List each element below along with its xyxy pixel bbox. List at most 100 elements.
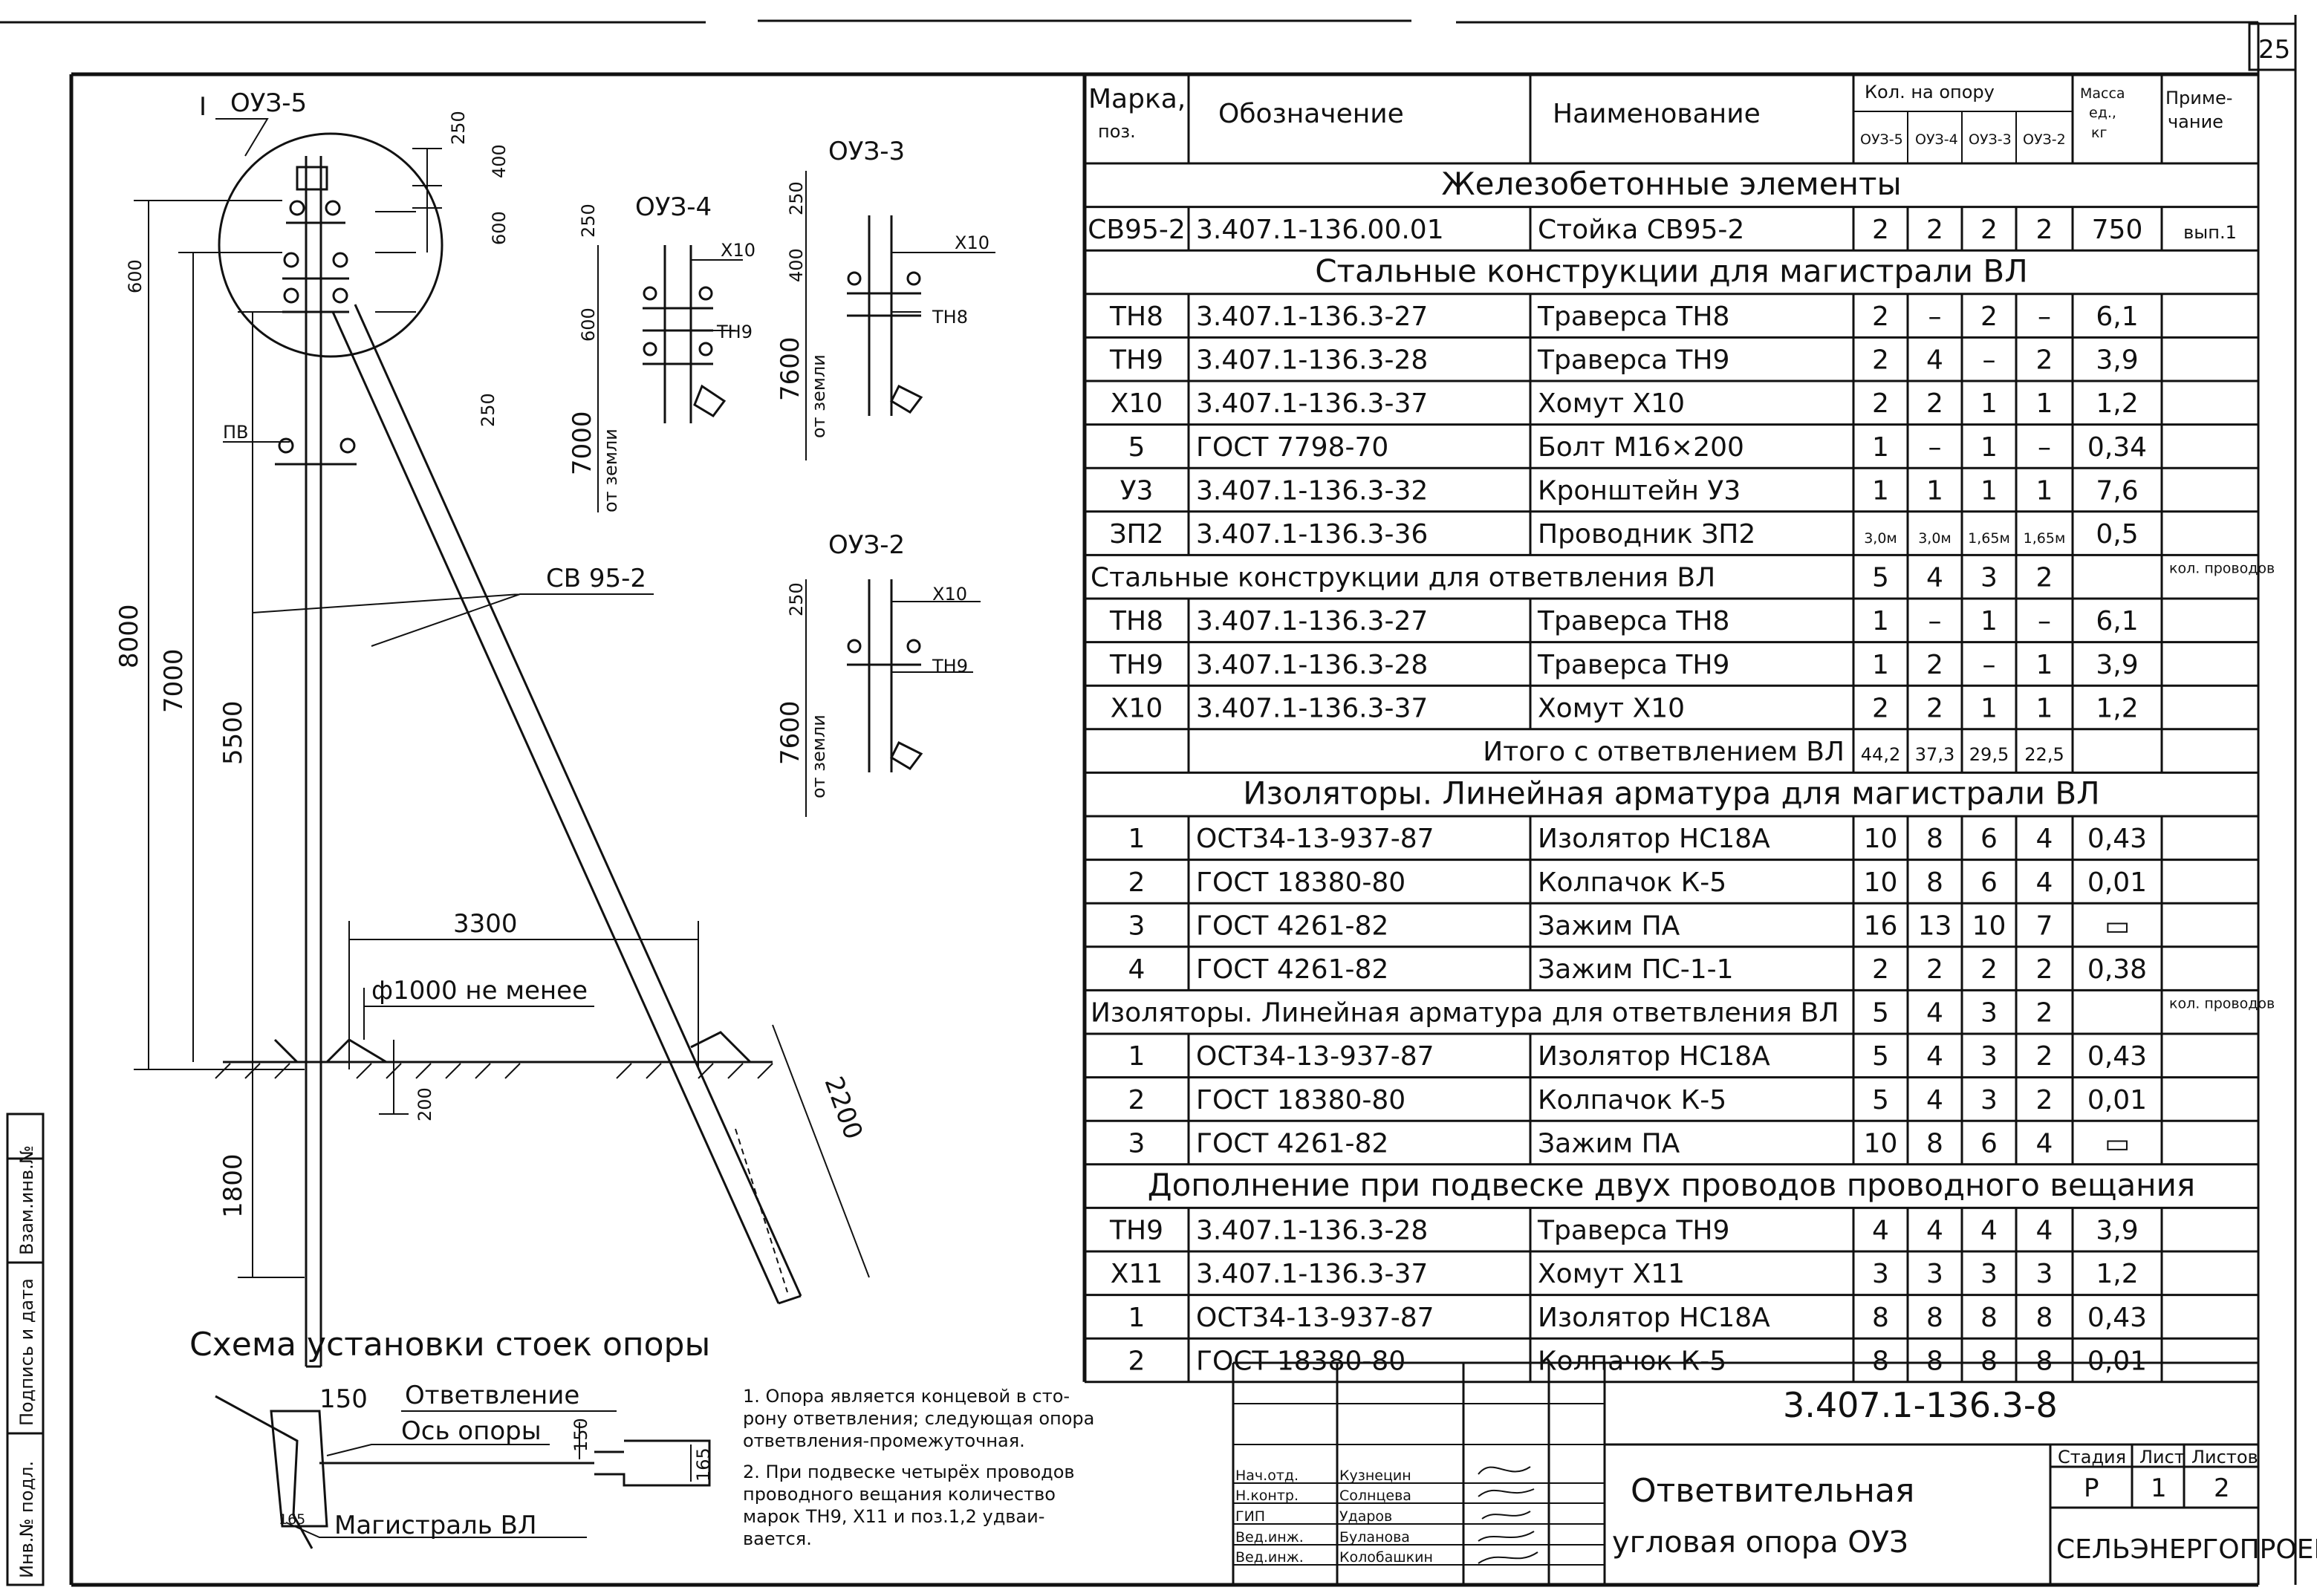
cell-qty: 10 [1864, 824, 1898, 854]
qty-value: 3 [1980, 563, 1998, 593]
cell-name: Зажим ПА [1538, 911, 1680, 941]
dim-7000: 7000 [159, 648, 189, 713]
cell-mark: 3 [1128, 1128, 1145, 1159]
label-cb952: СВ 95-2 [546, 564, 646, 593]
sheet-value: 1 [2151, 1473, 2167, 1503]
stage-value: Р [2084, 1473, 2099, 1503]
cell-designation: 3.407.1-136.3-36 [1196, 519, 1428, 550]
cell-qty: 6 [1980, 1128, 1998, 1159]
signatory-name: Кузнецин [1339, 1468, 1411, 1484]
note-line: 2. При подвеске четырёх проводов [743, 1462, 1075, 1482]
cell-designation: 3.407.1-136.3-28 [1196, 345, 1428, 376]
cell-mark: ТН9 [1109, 1216, 1163, 1246]
cell-mark: Х10 [1111, 388, 1163, 419]
page-number: 25 [2258, 35, 2290, 65]
cell-qty: 1 [1980, 475, 1998, 506]
label-roman: I [199, 92, 207, 122]
cell-mark: Х11 [1111, 1259, 1163, 1289]
cell-qty: 6 [1980, 867, 1998, 898]
qty-value: 22,5 [2024, 744, 2064, 765]
dim-8000: 8000 [114, 604, 144, 668]
cell-name: Траверса ТН8 [1537, 606, 1729, 636]
oy34-ground: от земли [600, 429, 621, 512]
cell-name: Траверса ТН9 [1537, 345, 1729, 376]
oy34-dim-250: 250 [578, 203, 599, 238]
cell-name: Проводник ЗП2 [1538, 519, 1755, 550]
oy32-dim-7600: 7600 [776, 700, 805, 765]
total-label: Итого с ответвлением ВЛ [1483, 737, 1845, 767]
cell-qty: – [1928, 606, 1942, 636]
cell-qty: – [1928, 302, 1942, 332]
cell-mass: 0,01 [2087, 1085, 2147, 1115]
cell-mass: 6,1 [2096, 606, 2138, 636]
scheme-branch: Ответвление [405, 1381, 579, 1410]
cell-mark: 2 [1128, 867, 1145, 898]
cell-mass: 0,38 [2087, 954, 2147, 985]
note-line: проводного вещания количество [743, 1484, 1056, 1505]
cell-mark: 2 [1128, 1346, 1145, 1376]
cell-name: Колпачок К-5 [1538, 867, 1726, 898]
cell-mass: 3,9 [2096, 345, 2138, 376]
oy33-dim-7600: 7600 [776, 336, 805, 401]
scheme-165b: 165 [279, 1511, 305, 1528]
cell-designation: 3.407.1-136.00.01 [1196, 215, 1444, 245]
section-note: кол. проводов [2169, 560, 2275, 576]
cell-qty: 2 [2036, 215, 2053, 245]
cell-qty: 8 [1980, 1346, 1998, 1376]
cell-qty: 2 [1926, 954, 1943, 985]
signatory-name: Колобашкин [1339, 1549, 1433, 1566]
cell-qty: 2 [1926, 693, 1943, 723]
cell-qty: 1 [2036, 475, 2053, 506]
header-mass: ед., [2089, 105, 2116, 121]
cell-name: Колпачок К-5 [1538, 1346, 1726, 1376]
detail-oy34: ОУЗ-4 250 600 7000 от земли Х10 ТН9 [568, 192, 755, 512]
cell-qty: 1 [1980, 606, 1998, 636]
cell-qty: 3,0м [1918, 530, 1952, 547]
scheme-axis: Ось опоры [401, 1416, 542, 1446]
oy33-x10: Х10 [955, 232, 989, 253]
dim-1800: 1800 [218, 1153, 248, 1218]
drawing-title-2: угловая опора ОУЗ [1612, 1525, 1908, 1560]
cell-qty: 8 [1926, 1346, 1943, 1376]
oy32-x10: Х10 [932, 584, 967, 605]
cell-designation: 3.407.1-136.3-37 [1196, 388, 1428, 419]
label-oy35: ОУЗ-5 [230, 88, 307, 118]
signatory-name: Солнцева [1339, 1488, 1411, 1504]
cell-designation: 3.407.1-136.3-27 [1196, 302, 1428, 332]
cell-qty: 8 [2036, 1303, 2053, 1333]
cell-mark: 1 [1128, 824, 1145, 854]
section-heading: Железобетонные элементы [1441, 166, 1901, 202]
oy32-ground: от земли [808, 714, 829, 798]
note-line: ответвления-промежуточная. [743, 1430, 1025, 1451]
cell-qty: 4 [1980, 1216, 1998, 1246]
oy34-tn9: ТН9 [716, 322, 753, 342]
scheme-150b: 150 [571, 1418, 591, 1452]
cell-qty: 2 [2036, 1041, 2053, 1072]
cell-qty: 4 [1872, 1216, 1889, 1246]
cell-qty: 2 [1872, 215, 1889, 245]
section-note: кол. проводов [2169, 995, 2275, 1012]
cell-qty: 4 [1926, 1041, 1943, 1072]
oy33-ground: от земли [808, 354, 829, 438]
cell-designation: ГОСТ 4261-82 [1196, 954, 1388, 985]
header-name: Наименование [1553, 99, 1761, 129]
cell-qty: 10 [1864, 1128, 1898, 1159]
cell-qty: – [2038, 606, 2051, 636]
organization: СЕЛЬЭНЕРГОПРОЕКТ [2056, 1534, 2317, 1565]
cell-qty: 1 [2036, 650, 2053, 680]
cell-mass: 3,9 [2096, 1216, 2138, 1246]
cell-mass: 0,43 [2087, 1041, 2147, 1072]
scheme-165a: 165 [693, 1447, 714, 1482]
signatory-role: ГИП [1235, 1508, 1265, 1525]
cell-qty: 1,65м [1968, 530, 2010, 547]
cell-name: Траверса ТН8 [1537, 302, 1729, 332]
oy32-dim-250: 250 [786, 582, 807, 616]
cell-qty: 1 [1872, 432, 1889, 463]
scheme-main: Магистраль ВЛ [334, 1511, 537, 1540]
cell-qty: 4 [2036, 824, 2053, 854]
cell-qty: 8 [2036, 1346, 2053, 1376]
cell-qty: 6 [1980, 824, 1998, 854]
section-heading: Изоляторы. Линейная арматура для ответвл… [1091, 998, 1839, 1029]
qty-value: 3 [1980, 998, 1998, 1029]
cell-qty: – [2038, 432, 2051, 463]
